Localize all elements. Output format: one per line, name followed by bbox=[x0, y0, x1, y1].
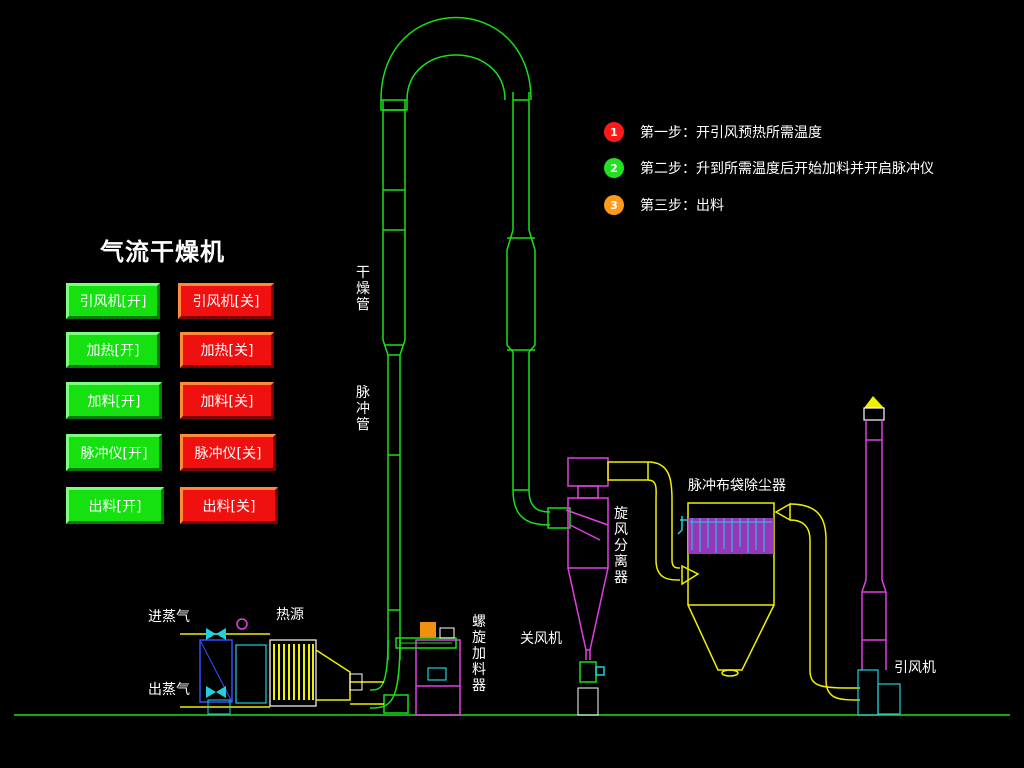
pulse-pipe-label: 脉冲管 bbox=[356, 385, 370, 433]
feed-off-button[interactable]: 加料[关] bbox=[180, 382, 274, 419]
step-2-badge: 2 bbox=[604, 158, 624, 178]
drying-tube bbox=[369, 16, 571, 714]
step-1-badge: 1 bbox=[604, 122, 624, 142]
fan-off-button[interactable]: 引风机[关] bbox=[178, 283, 274, 319]
fan-on-button[interactable]: 引风机[开] bbox=[66, 283, 160, 319]
fan-label: 引风机 bbox=[894, 660, 936, 676]
discharge-off-button[interactable]: 出料[关] bbox=[180, 487, 278, 524]
step-1-text: 第一步：开引风预热所需温度 bbox=[640, 125, 822, 141]
discharge-on-button[interactable]: 出料[开] bbox=[66, 487, 164, 524]
cyclone-label: 旋风分离器 bbox=[614, 506, 628, 586]
pulse-off-button[interactable]: 脉冲仪[关] bbox=[180, 434, 276, 471]
steam-out-label: 出蒸气 bbox=[148, 682, 190, 698]
step-3-badge: 3 bbox=[604, 195, 624, 215]
airlock-valve bbox=[577, 661, 605, 716]
bag-filter bbox=[677, 502, 775, 677]
step-3-text: 第三步：出料 bbox=[640, 198, 724, 214]
page-title: 气流干燥机 bbox=[100, 238, 225, 266]
heat-source-label: 热源 bbox=[276, 607, 304, 623]
heat-on-button[interactable]: 加热[开] bbox=[66, 332, 160, 368]
fan-and-stack bbox=[857, 396, 901, 716]
heat-off-button[interactable]: 加热[关] bbox=[180, 332, 274, 368]
step-2: 2 第二步：升到所需温度后开始加料并开启脉冲仪 bbox=[604, 158, 934, 178]
steam-in-label: 进蒸气 bbox=[148, 609, 190, 625]
step-2-text: 第二步：升到所需温度后开始加料并开启脉冲仪 bbox=[640, 161, 934, 177]
feed-on-button[interactable]: 加料[开] bbox=[66, 382, 162, 419]
screw-feeder-label: 螺旋加料器 bbox=[472, 614, 486, 694]
bag-filter-label: 脉冲布袋除尘器 bbox=[688, 478, 786, 494]
screw-feeder bbox=[395, 622, 461, 716]
step-1: 1 第一步：开引风预热所需温度 bbox=[604, 122, 822, 142]
cyclone-separator bbox=[565, 457, 609, 660]
airlock-label: 关风机 bbox=[520, 631, 562, 647]
duct-cyclone-to-filter bbox=[607, 461, 700, 586]
heat-source bbox=[269, 639, 384, 707]
drying-pipe-label: 干燥管 bbox=[356, 265, 370, 313]
steam-system bbox=[180, 618, 270, 715]
duct-filter-to-fan bbox=[774, 502, 861, 701]
pulse-on-button[interactable]: 脉冲仪[开] bbox=[66, 434, 162, 471]
step-3: 3 第三步：出料 bbox=[604, 195, 724, 215]
